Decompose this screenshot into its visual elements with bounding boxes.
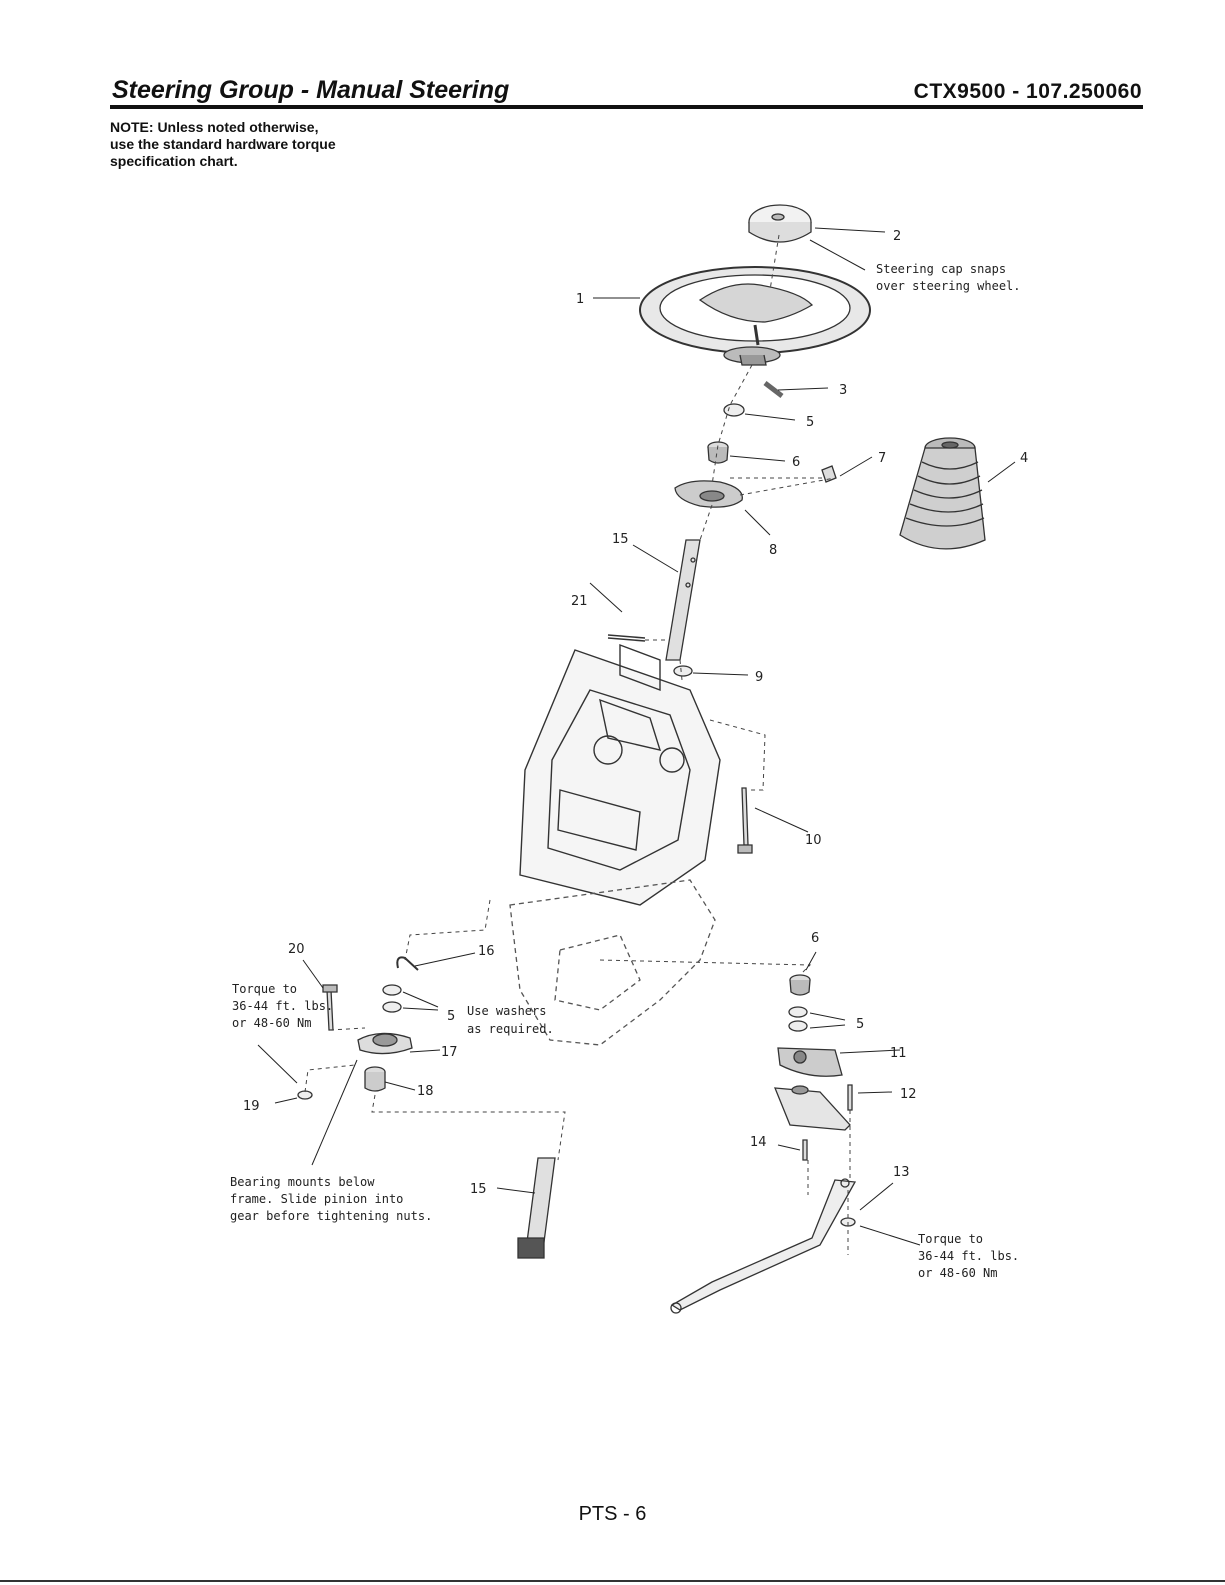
- torque-note: NOTE: Unless noted otherwise, use the st…: [110, 119, 410, 170]
- annotation-line: over steering wheel.: [876, 279, 1021, 293]
- annotation-line: 36-44 ft. lbs.: [918, 1249, 1019, 1263]
- annotation-line: Torque to: [232, 982, 297, 996]
- frame-outline: [509, 879, 716, 1046]
- washer: [788, 1006, 808, 1018]
- flange-bushing: [707, 441, 729, 464]
- steering-plate: [674, 480, 743, 508]
- roll-pin: [763, 381, 784, 398]
- annotation-line: 36-44 ft. lbs.: [232, 999, 333, 1013]
- flange-bearing: [357, 1032, 413, 1055]
- hex-nut: [297, 1090, 313, 1100]
- annotation-line: gear before tightening nuts.: [230, 1209, 432, 1223]
- note-line: use the standard hardware torque: [110, 136, 336, 152]
- bushing-sleeve: [364, 1066, 386, 1092]
- washer: [788, 1020, 808, 1032]
- callout-17: 17: [441, 1045, 458, 1060]
- callout-1: 1: [576, 292, 584, 307]
- callout-2: 2: [893, 229, 901, 244]
- annotation-line: or 48-60 Nm: [918, 1266, 997, 1280]
- callout-5: 5: [447, 1009, 455, 1024]
- callout-20: 20: [288, 942, 305, 957]
- callout-6: 6: [792, 455, 800, 470]
- page-header: Steering Group - Manual Steering CTX9500…: [112, 76, 1142, 108]
- pinion-shaft: [517, 1157, 556, 1259]
- callout-4: 4: [1020, 451, 1028, 466]
- callout-numbers: 1 2 3 4 5 5 5 6 6 7 8 9 10 11 12 13 14 1…: [243, 229, 1028, 1197]
- page-number: PTS - 6: [578, 1503, 647, 1525]
- sector-gear: [777, 1047, 843, 1077]
- callout-6: 6: [811, 931, 819, 946]
- hex-bolt: [737, 787, 753, 854]
- annotation-steering-cap: Steering cap snaps over steering wheel.: [876, 262, 1021, 293]
- footer-rule: [0, 1580, 1225, 1582]
- steering-boot: [899, 437, 986, 550]
- callout-5: 5: [806, 415, 814, 430]
- page-title: Steering Group - Manual Steering: [112, 76, 510, 104]
- washer: [382, 1001, 402, 1013]
- callout-3: 3: [839, 383, 847, 398]
- hex-nut: [821, 465, 837, 483]
- annotation-line: Use washers: [467, 1004, 546, 1018]
- washer: [382, 984, 402, 996]
- annotation-line: or 48-60 Nm: [232, 1016, 311, 1030]
- annotation-line: Steering cap snaps: [876, 262, 1006, 276]
- callout-15: 15: [470, 1182, 487, 1197]
- callout-19: 19: [243, 1099, 260, 1114]
- model-number: CTX9500 - 107.250060: [913, 80, 1142, 103]
- annotation-line: Bearing mounts below: [230, 1175, 375, 1189]
- callout-18: 18: [417, 1084, 434, 1099]
- washer: [723, 403, 745, 417]
- leader-lines: [257, 227, 1016, 1246]
- callout-21: 21: [571, 594, 588, 609]
- dash-bracket: [519, 643, 721, 906]
- steering-wheel: [639, 266, 871, 366]
- callout-14: 14: [750, 1135, 767, 1150]
- hex-bolt: [802, 1139, 808, 1161]
- steering-cap: [748, 204, 812, 243]
- callout-15: 15: [612, 532, 629, 547]
- steering-arm: [773, 1085, 851, 1131]
- callout-10: 10: [805, 833, 822, 848]
- header-rule: [110, 105, 1143, 109]
- callout-9: 9: [755, 670, 763, 685]
- annotation-bearing: Bearing mounts below frame. Slide pinion…: [230, 1175, 432, 1223]
- note-line: specification chart.: [110, 153, 238, 169]
- annotation-use-washers: Use washers as required.: [467, 1004, 554, 1036]
- hex-bolt: [847, 1084, 853, 1111]
- callout-7: 7: [878, 451, 886, 466]
- callout-12: 12: [900, 1087, 917, 1102]
- callout-16: 16: [478, 944, 495, 959]
- callout-8: 8: [769, 543, 777, 558]
- washer: [673, 665, 693, 677]
- annotation-line: Torque to: [918, 1232, 983, 1246]
- annotation-line: frame. Slide pinion into: [230, 1192, 403, 1206]
- callout-11: 11: [890, 1046, 907, 1061]
- steering-shaft-upper: [665, 539, 701, 661]
- flange-bushing-right: [789, 974, 811, 996]
- callout-5: 5: [856, 1017, 864, 1032]
- annotation-torque-left: Torque to 36-44 ft. lbs. or 48-60 Nm: [232, 982, 333, 1030]
- note-line: NOTE: Unless noted otherwise,: [110, 119, 319, 135]
- annotation-line: as required.: [467, 1022, 554, 1036]
- cotter-pin: [607, 634, 646, 642]
- callout-13: 13: [893, 1165, 910, 1180]
- retaining-clip: [396, 956, 419, 971]
- assembly-lines: [304, 234, 851, 1255]
- annotation-torque-right: Torque to 36-44 ft. lbs. or 48-60 Nm: [918, 1232, 1019, 1280]
- drag-link: [670, 1178, 857, 1314]
